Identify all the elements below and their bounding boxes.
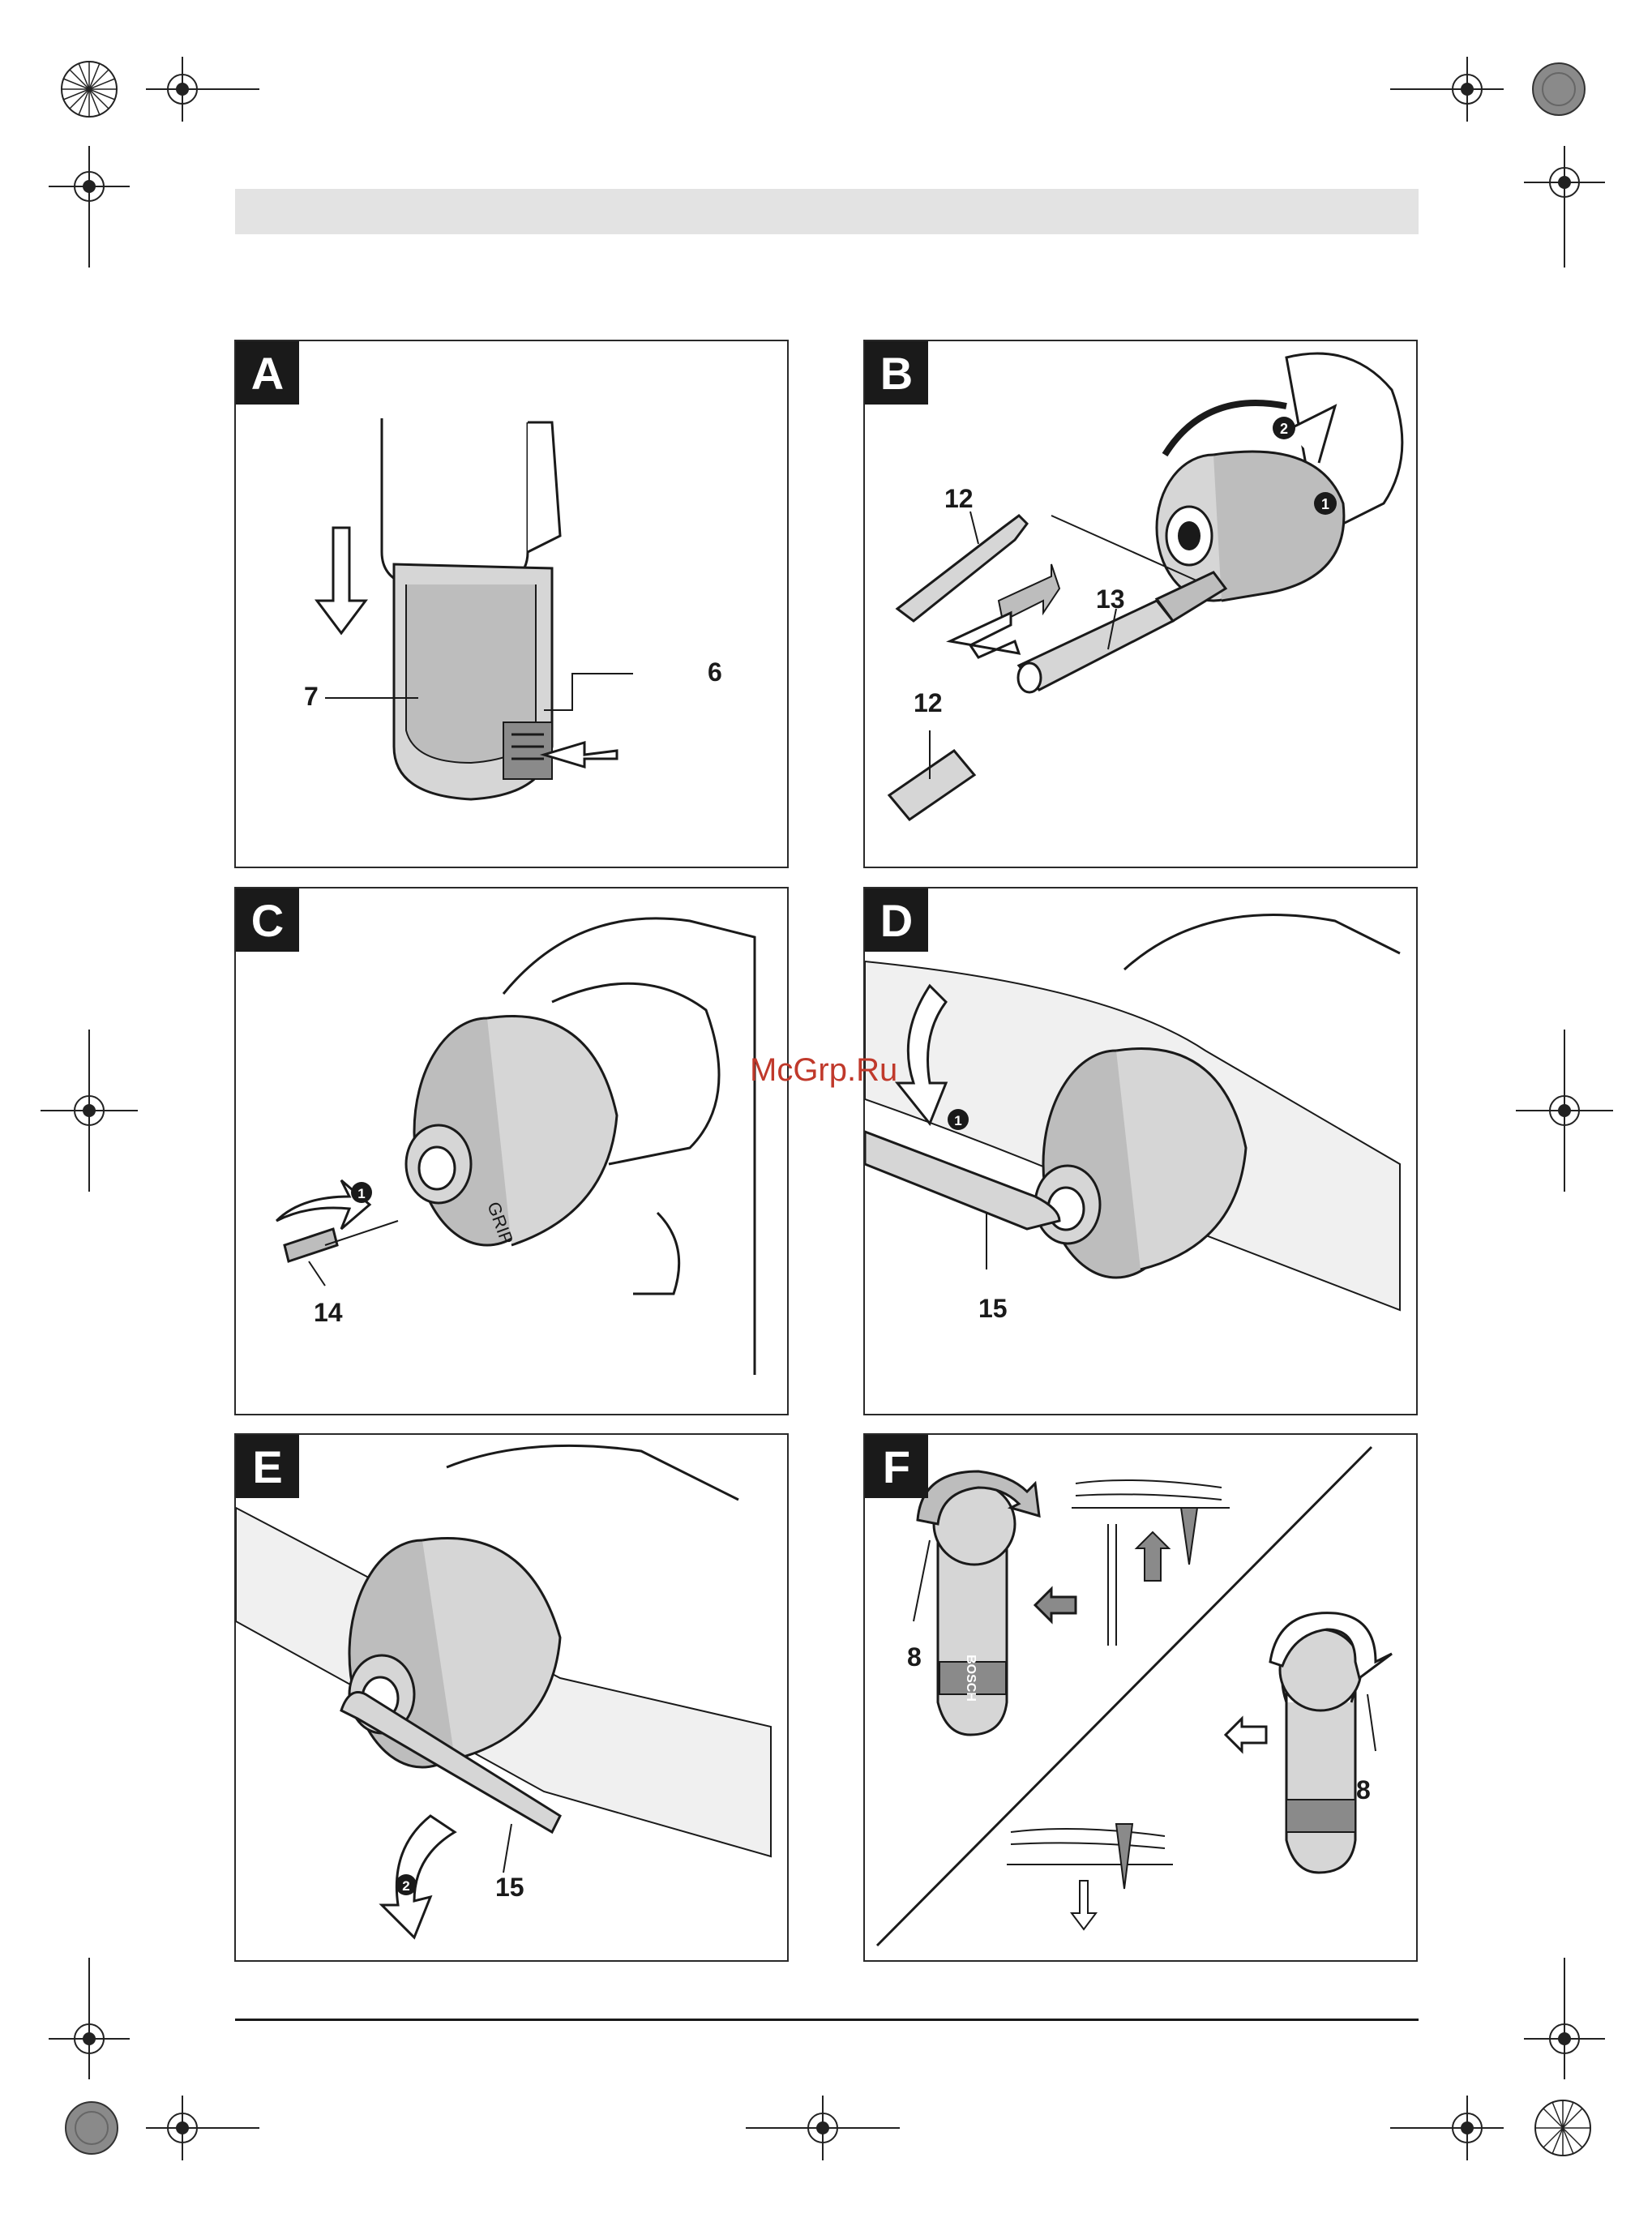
panel-letter: A: [236, 341, 299, 405]
registration-mark-icon: [57, 57, 122, 122]
bit-insertion-illustration: 2 1: [865, 341, 1416, 867]
panel-letter: E: [236, 1435, 299, 1498]
watermark-text: McGrp.Ru: [750, 1052, 897, 1089]
crosshair-mark-icon: [49, 146, 130, 268]
crosshair-mark-icon: [41, 1030, 138, 1192]
densitometer-mark-icon: [63, 2100, 120, 2156]
footer-rule: [235, 2019, 1419, 2021]
crosshair-mark-icon: [146, 57, 259, 122]
callout-number: 12: [914, 688, 943, 718]
hex-key-illustration: 1: [865, 888, 1416, 1414]
figure-panel-d: 1 D 15: [863, 887, 1418, 1415]
panel-letter: F: [865, 1435, 928, 1498]
crosshair-mark-icon: [1516, 1030, 1613, 1192]
panel-letter: B: [865, 341, 928, 405]
svg-text:1: 1: [1321, 496, 1329, 512]
figure-panel-a: A 7 6: [234, 340, 789, 868]
crosshair-mark-icon: [1390, 2096, 1504, 2160]
crosshair-mark-icon: [1524, 1958, 1605, 2079]
crosshair-mark-icon: [1524, 146, 1605, 268]
figure-panel-b: 2 1 B 12 13 12: [863, 340, 1418, 868]
figure-panel-e: 2 E 15: [234, 1433, 789, 1962]
brand-label: BOSCH: [964, 1655, 978, 1702]
crosshair-mark-icon: [146, 2096, 259, 2160]
callout-number: 15: [978, 1294, 1008, 1324]
drill-battery-illustration: [236, 341, 787, 867]
callout-number: 13: [1096, 584, 1125, 614]
callout-number: 6: [708, 657, 722, 687]
screw-removal-illustration: GRIP 1: [236, 888, 787, 1414]
header-bar: [235, 189, 1419, 234]
svg-text:2: 2: [1280, 421, 1288, 437]
densitometer-mark-icon: [1530, 61, 1587, 118]
crosshair-mark-icon: [1390, 57, 1504, 122]
callout-number: 14: [314, 1298, 343, 1328]
callout-number: 12: [944, 484, 974, 514]
panel-letter: C: [236, 888, 299, 952]
svg-text:2: 2: [402, 1878, 409, 1894]
panel-letter: D: [865, 888, 928, 952]
callout-number: 7: [304, 682, 319, 712]
callout-number: 8: [1356, 1775, 1371, 1805]
direction-switch-illustration: BOSCH: [865, 1435, 1416, 1960]
svg-text:1: 1: [954, 1113, 961, 1128]
crosshair-mark-icon: [49, 1958, 130, 2079]
figure-panel-f: BOSCH F 8 8: [863, 1433, 1418, 1962]
callout-number: 8: [907, 1642, 922, 1672]
svg-text:1: 1: [357, 1186, 365, 1201]
callout-number: 15: [495, 1873, 524, 1903]
figure-panel-c: GRIP 1 C 14: [234, 887, 789, 1415]
crosshair-mark-icon: [746, 2096, 900, 2160]
registration-mark-icon: [1530, 2096, 1595, 2160]
